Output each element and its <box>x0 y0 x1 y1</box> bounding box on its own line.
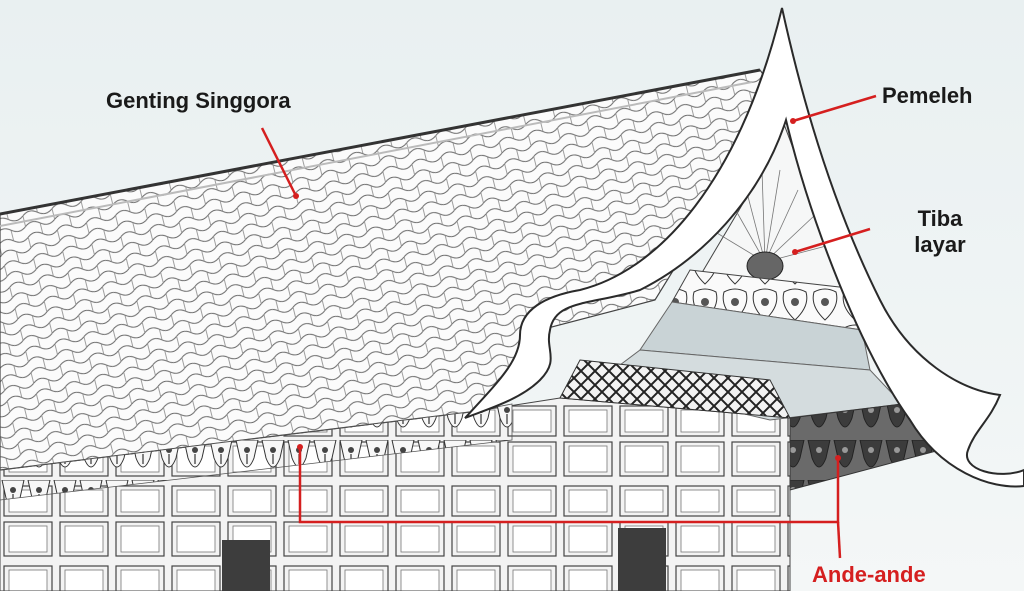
leader-dot-ande-left <box>297 444 303 450</box>
label-pemeleh: Pemeleh <box>882 83 973 108</box>
label-tiba-layar-line1: Tiba <box>917 206 963 231</box>
label-genting-singgora: Genting Singgora <box>106 88 291 113</box>
leader-tiba-layar <box>794 227 871 254</box>
doorway-left <box>222 540 270 591</box>
leader-dot-ande-right <box>835 455 841 461</box>
tiba-layar-ornament <box>746 251 784 281</box>
leader-dot-genting <box>293 193 299 199</box>
label-tiba-layar-line2: layar <box>914 232 966 257</box>
label-ande-ande: Ande-ande <box>812 562 926 587</box>
roof-ridge <box>0 68 761 216</box>
label-tiba-layar: Tiba layar <box>896 206 984 258</box>
leader-lines <box>260 94 877 559</box>
pemeleh-gable-board <box>464 7 1024 488</box>
leader-dot-pemeleh <box>790 118 796 124</box>
leader-pemeleh <box>792 94 877 123</box>
eave-lace-main <box>0 403 513 501</box>
leader-ande-ande <box>298 447 840 524</box>
leader-genting-singgora <box>260 127 298 197</box>
leader-dot-tiba <box>792 249 798 255</box>
doorway-right <box>618 528 666 591</box>
